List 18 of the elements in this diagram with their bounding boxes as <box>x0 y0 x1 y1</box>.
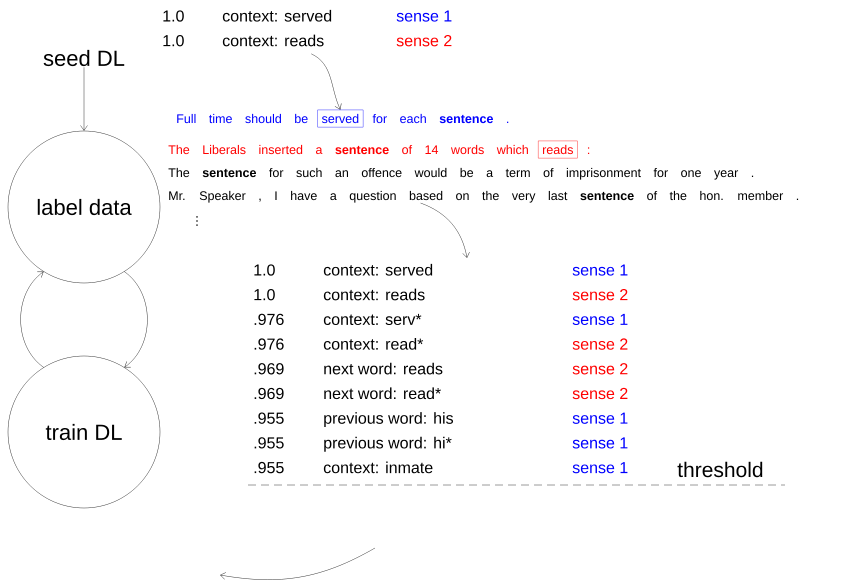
ellipsis: ⋮ <box>196 216 198 226</box>
arrow <box>124 271 148 368</box>
sentence-text: The sentence for such an offence would be a term of imprisonment for one year . <box>168 168 754 180</box>
arrow <box>420 202 470 258</box>
sentence-text: : <box>588 147 590 154</box>
sentence-text: Mr. Speaker , I have a question based on the very last sentence of the hon. member . <box>169 190 798 203</box>
arrow <box>311 54 342 110</box>
arrow <box>80 67 88 131</box>
sentence-text: Full time should be <box>177 114 308 124</box>
arrow <box>20 272 44 368</box>
threshold-label: threshold <box>678 462 762 478</box>
sentence-text: The Liberals inserted a sentence of 14 words which <box>168 144 528 154</box>
sentence-text: for each sentence . <box>372 114 508 124</box>
decision-list: 1.0 context: served sense 1 1.0 context: reads sense 2 <box>163 10 452 46</box>
step-label: seed DL <box>44 50 124 66</box>
highlight-box: reads <box>538 140 578 158</box>
highlight-box: served <box>317 110 364 128</box>
decision-list: 1.0 context: served sense 1 1.0 context: reads sense 2 .976 context: serv* sense 1 .976 context: read* sense 2 .969 next word: reads sense 2 .969 next word: read* sense 2 .955 previous word: his sense 1 .955 previous word: hi* sense 1 .955 context: inmate sense 1 <box>254 264 628 474</box>
